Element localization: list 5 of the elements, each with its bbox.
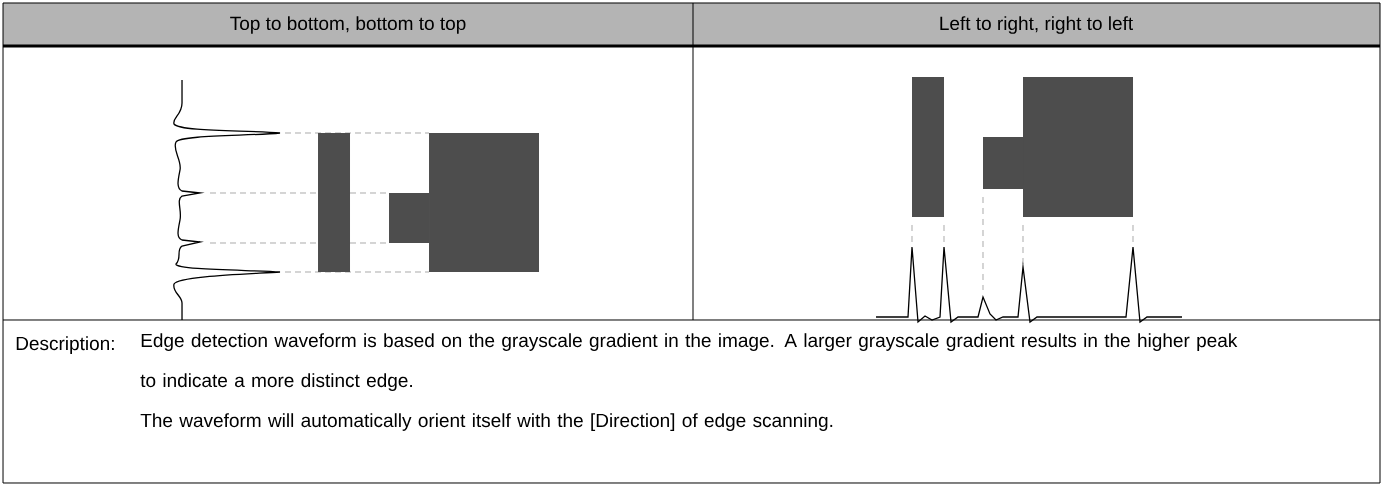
description-text: Edge detection waveform is based on the grayscale gradient in the image. A larger grayscale gradient results in the higher peak to indicate a more distinct edge. — [140, 333, 1238, 391]
column-header: Left to right, right to left — [940, 16, 1133, 34]
description-text: The waveform will automatically orient itself with the [Direction] of edge scanning. — [140, 413, 833, 431]
column-header: Top to bottom, bottom to top — [230, 16, 466, 34]
row-label: Description: — [16, 336, 114, 354]
